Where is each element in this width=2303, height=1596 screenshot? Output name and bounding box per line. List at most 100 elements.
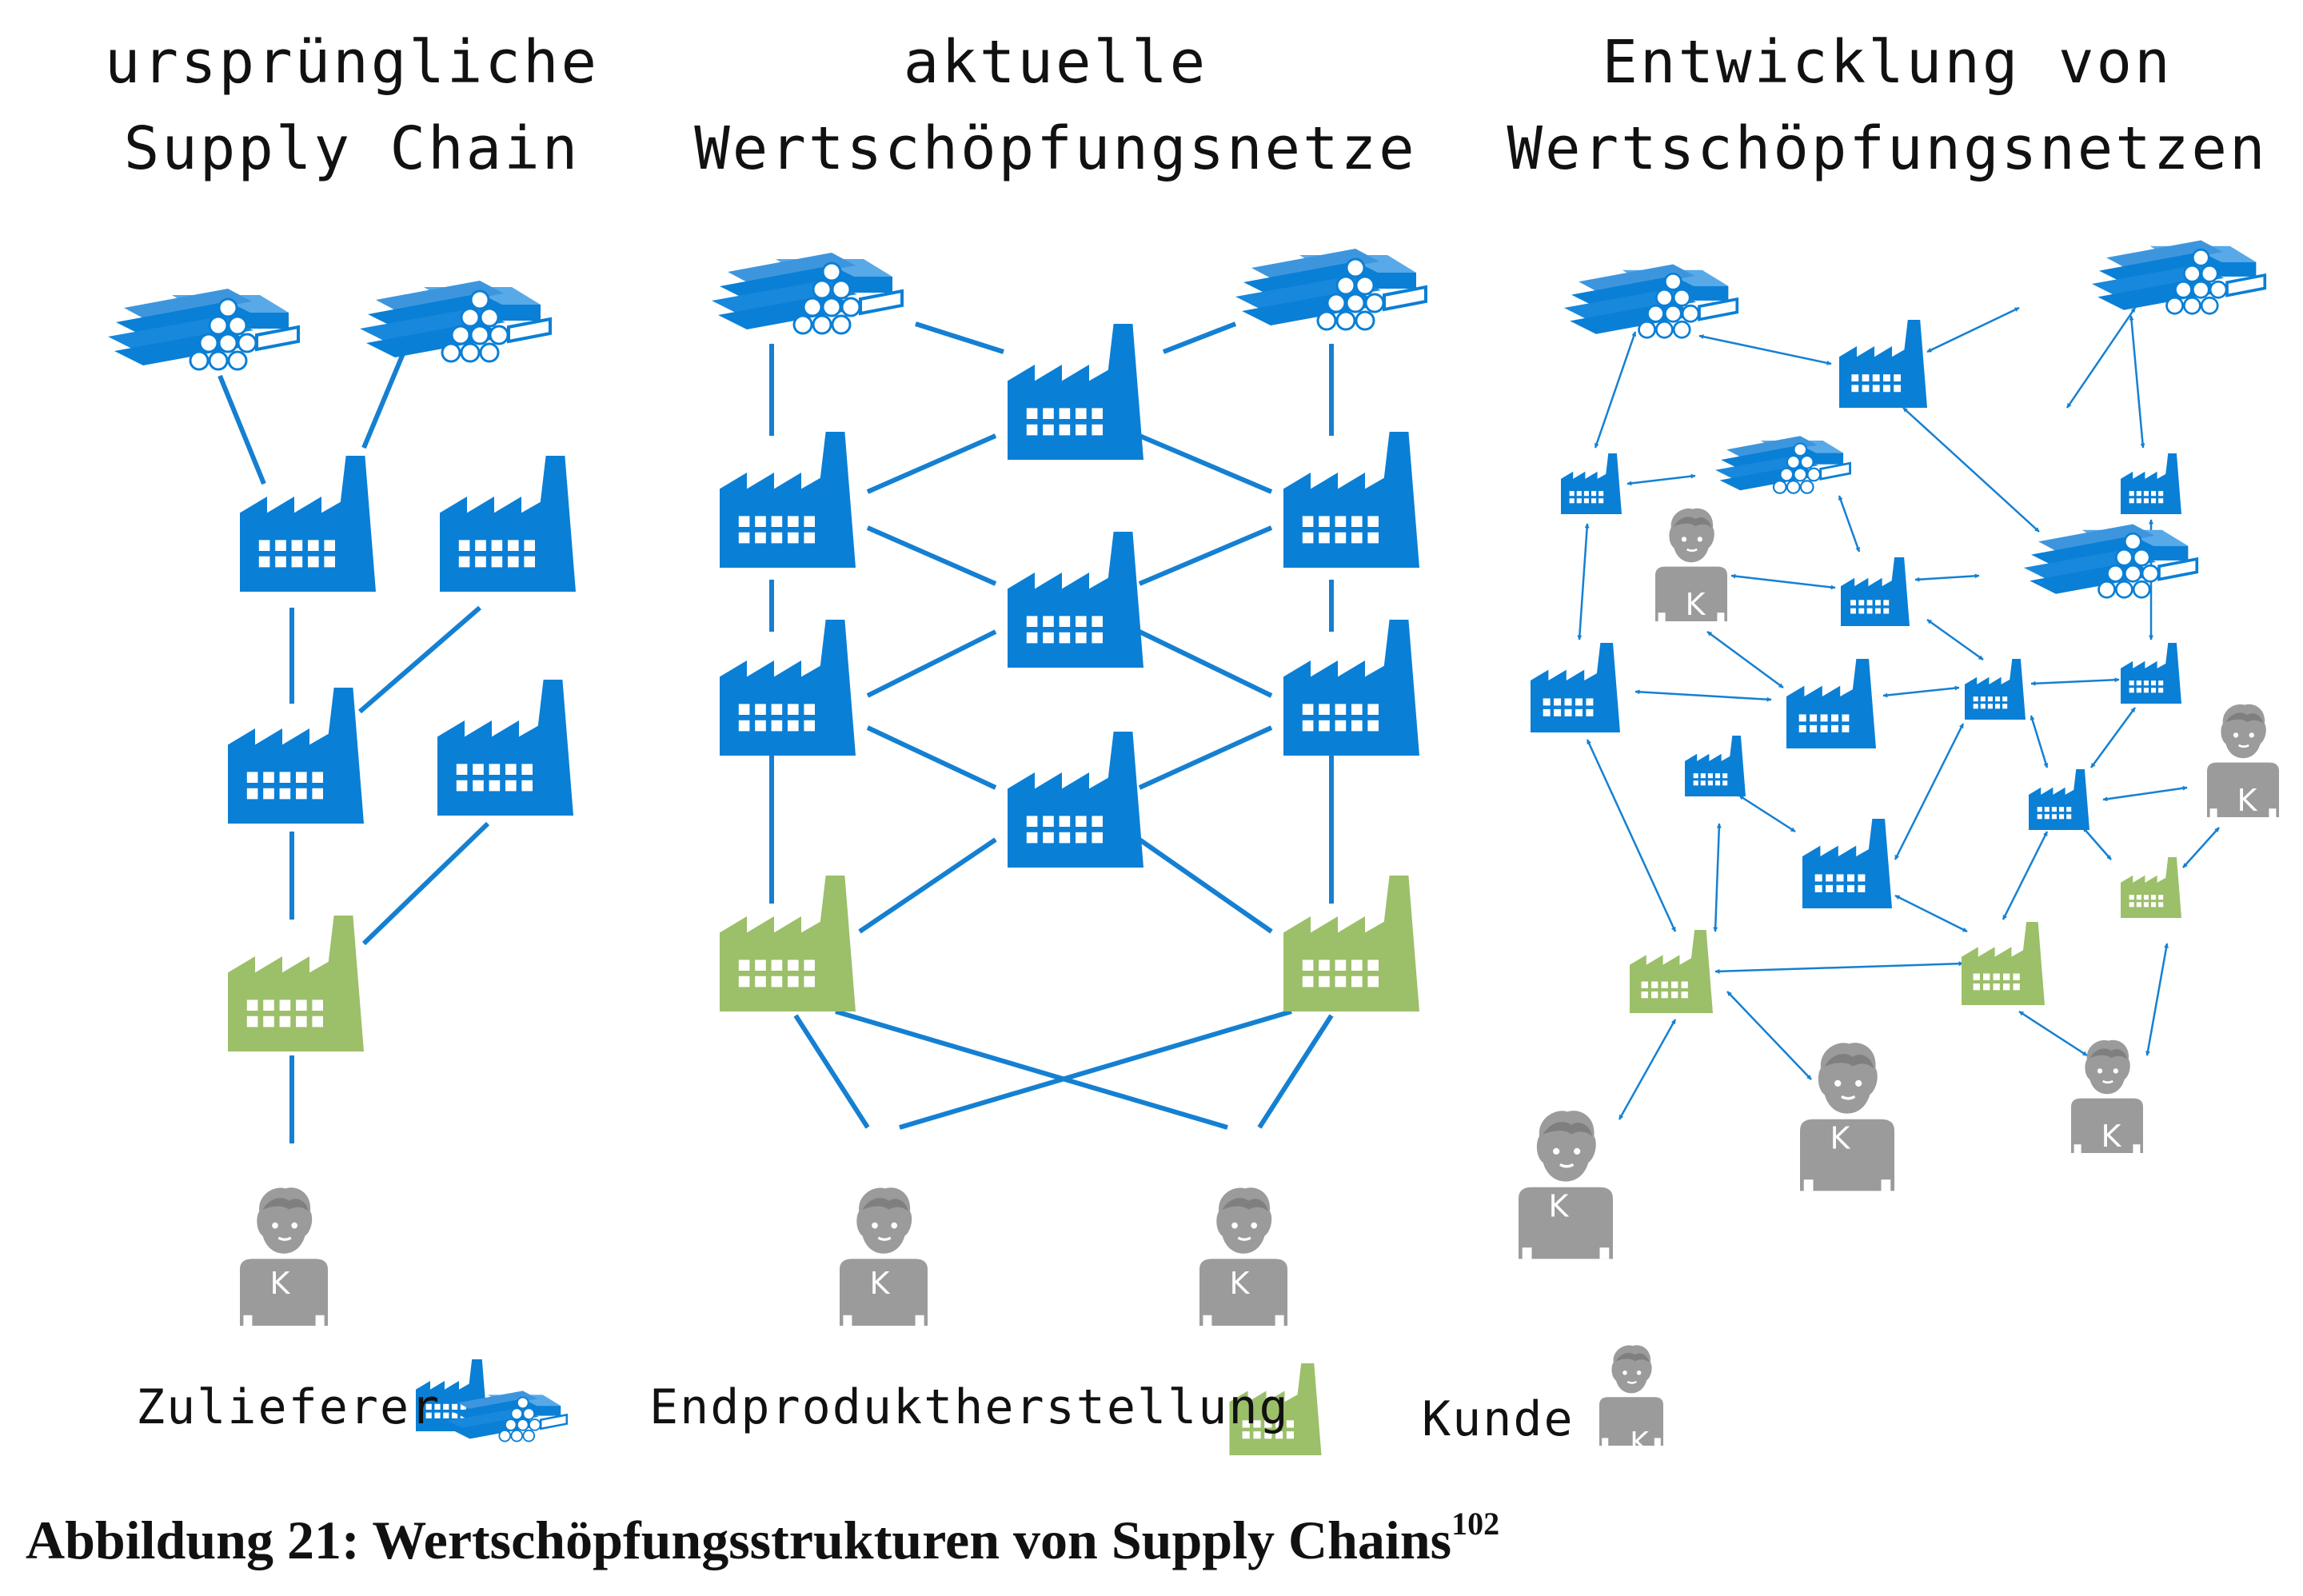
customer-k-icon: K bbox=[240, 1187, 328, 1326]
bidirectional-arrow bbox=[1138, 725, 1273, 790]
bidirectional-arrow bbox=[2102, 785, 2188, 802]
customer-badge: K bbox=[1830, 1121, 1851, 1156]
bidirectional-arrow bbox=[835, 1009, 1228, 1130]
factory-icon bbox=[1965, 659, 2026, 720]
factory-icon bbox=[1786, 659, 1876, 748]
bidirectional-arrow bbox=[2066, 307, 2137, 409]
customer-k-icon: K bbox=[1199, 1187, 1287, 1326]
pipe-stack-icon bbox=[1564, 264, 1737, 337]
bidirectional-arrow bbox=[1914, 573, 1980, 582]
pipe-stack-icon bbox=[108, 289, 298, 369]
bidirectional-arrow bbox=[2018, 1010, 2088, 1057]
legend-customer-icon: K bbox=[1599, 1345, 1663, 1446]
title-line-2: Supply Chain bbox=[123, 114, 581, 183]
bidirectional-arrow bbox=[2089, 707, 2137, 768]
bidirectional-arrow bbox=[1138, 629, 1273, 698]
factory-icon bbox=[1841, 557, 1910, 626]
factory-icon bbox=[1531, 643, 1620, 732]
bidirectional-arrow bbox=[899, 1009, 1292, 1130]
bidirectional-arrow bbox=[1618, 1019, 1677, 1120]
legend-customer-label: Kunde bbox=[1422, 1391, 1575, 1447]
bidirectional-arrow bbox=[915, 321, 1004, 354]
factory-icon bbox=[437, 680, 573, 816]
bidirectional-arrow bbox=[2030, 715, 2049, 768]
pipe-stack-icon bbox=[2024, 524, 2197, 597]
bidirectional-arrow bbox=[866, 433, 997, 494]
bidirectional-arrow bbox=[2145, 943, 2169, 1056]
bidirectional-arrow bbox=[1626, 473, 1696, 486]
arrow-layer bbox=[218, 306, 2220, 1144]
bidirectional-arrow bbox=[858, 837, 997, 934]
factory-icon bbox=[228, 688, 364, 824]
bidirectional-arrow bbox=[358, 605, 481, 714]
factory-icon bbox=[1283, 620, 1419, 756]
factory-icon bbox=[1839, 320, 1927, 408]
customer-k-icon: K bbox=[1655, 509, 1727, 622]
customer-k-icon: K bbox=[1519, 1111, 1613, 1259]
node-layer: K K K K K K K K bbox=[108, 240, 2279, 1326]
bidirectional-arrow bbox=[1713, 823, 1722, 932]
bidirectional-arrow bbox=[1577, 523, 1590, 640]
factory-icon bbox=[2121, 643, 2181, 704]
factory-icon bbox=[1283, 432, 1419, 568]
bidirectional-arrow bbox=[1586, 739, 1677, 932]
customer-badge: K bbox=[1686, 587, 1706, 622]
bidirectional-arrow bbox=[1894, 894, 1968, 933]
factory-icon bbox=[1685, 736, 1746, 796]
factory-icon bbox=[720, 432, 856, 568]
title-line-1: Entwicklung von bbox=[1602, 28, 2173, 97]
title-original-supply-chain: ursprüngliche Supply Chain bbox=[96, 19, 608, 192]
factory-icon bbox=[2121, 453, 2181, 514]
bidirectional-arrow bbox=[1138, 433, 1273, 494]
bidirectional-arrow bbox=[1926, 618, 1984, 661]
bidirectional-arrow bbox=[1894, 723, 1965, 860]
pipe-stack-icon bbox=[1715, 436, 1850, 493]
bidirectional-arrow bbox=[1138, 837, 1273, 934]
pipe-stack-icon bbox=[1235, 249, 1426, 329]
title-line-1: ursprüngliche bbox=[104, 28, 600, 97]
pipe-stack-icon bbox=[2092, 240, 2265, 313]
title-line-1: aktuelle bbox=[903, 28, 1208, 97]
bidirectional-arrow bbox=[361, 350, 406, 449]
bidirectional-arrow bbox=[1926, 306, 2020, 353]
bidirectional-arrow bbox=[1138, 525, 1273, 586]
factory-icon bbox=[1008, 732, 1144, 868]
bidirectional-arrow bbox=[1714, 961, 1964, 974]
factory-icon bbox=[440, 456, 576, 592]
customer-badge: K bbox=[1549, 1189, 1570, 1224]
caption-text: Abbildung 21: Wertschöpfungsstrukturen v… bbox=[26, 1510, 1452, 1570]
bidirectional-arrow bbox=[1730, 573, 1836, 590]
customer-k-icon: K bbox=[2071, 1040, 2143, 1153]
green-factory-icon bbox=[1283, 876, 1419, 1011]
bidirectional-arrow bbox=[361, 821, 490, 946]
pipe-stack-icon bbox=[360, 281, 550, 361]
bidirectional-arrow bbox=[1698, 334, 1832, 365]
green-factory-icon bbox=[228, 916, 364, 1051]
factory-icon bbox=[2029, 769, 2089, 830]
customer-k-icon: K bbox=[2207, 704, 2279, 817]
factory-icon bbox=[1802, 819, 1892, 908]
customer-badge: K bbox=[870, 1266, 891, 1301]
bidirectional-arrow bbox=[1726, 991, 1812, 1080]
customer-badge: K bbox=[1230, 1266, 1251, 1301]
green-factory-icon bbox=[1962, 922, 2045, 1005]
bidirectional-arrow bbox=[866, 725, 997, 790]
bidirectional-arrow bbox=[866, 629, 997, 698]
bidirectional-arrow bbox=[1882, 685, 1960, 698]
green-factory-icon bbox=[720, 876, 856, 1011]
legend-supplier-label: Zulieferer bbox=[136, 1379, 441, 1435]
bidirectional-arrow bbox=[1162, 321, 1237, 354]
customer-badge: K bbox=[270, 1266, 291, 1301]
green-factory-icon bbox=[1630, 930, 1713, 1013]
title-network-development: Entwicklung von Wertschöpfungsnetzen bbox=[1503, 19, 2271, 192]
caption-footnote: 102 bbox=[1451, 1506, 1500, 1542]
customer-k-icon: K bbox=[840, 1187, 928, 1326]
factory-icon bbox=[1008, 324, 1144, 460]
bidirectional-arrow bbox=[218, 374, 266, 485]
bidirectional-arrow bbox=[2002, 831, 2049, 920]
customer-k-icon: K bbox=[1800, 1043, 1894, 1191]
bidirectional-arrow bbox=[2030, 677, 2120, 686]
bidirectional-arrow bbox=[1838, 495, 1861, 553]
bidirectional-arrow bbox=[1706, 630, 1784, 689]
